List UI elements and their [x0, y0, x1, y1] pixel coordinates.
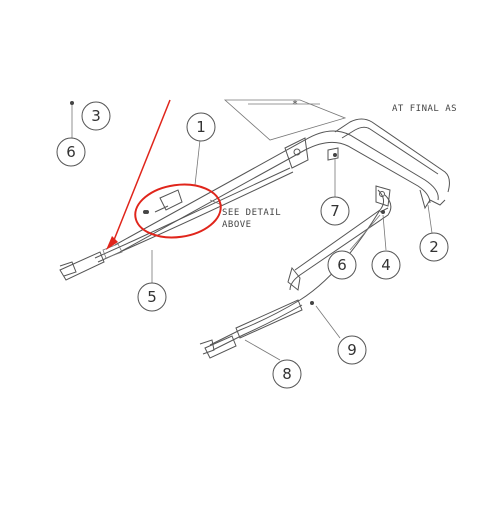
svg-text:2: 2 [429, 238, 439, 256]
see-detail-note-line1: SEE DETAIL [222, 208, 281, 218]
svg-text:6: 6 [337, 256, 347, 274]
sheet-outline [223, 99, 347, 141]
callout-6-left: 6 [56, 137, 86, 167]
cable-upper [59, 167, 294, 281]
callout-9: 9 [337, 335, 367, 365]
svg-text:9: 9 [347, 341, 357, 359]
svg-text:6: 6 [66, 143, 76, 161]
cable-lower [199, 209, 381, 359]
callout-2: 2 [419, 232, 449, 262]
svg-text:3: 3 [91, 107, 101, 125]
svg-text:4: 4 [381, 256, 391, 274]
asterisk-mark: * [292, 99, 298, 110]
lower-handle-frame [287, 185, 392, 291]
callout-6-right: 6 [327, 250, 357, 280]
callout-8: 8 [272, 359, 302, 389]
callout-4: 4 [371, 250, 401, 280]
detail-part [145, 189, 183, 214]
leader-lines [71, 105, 433, 361]
callout-3: 3 [81, 101, 111, 131]
callout-7: 7 [320, 196, 350, 226]
callout-1: 1 [186, 112, 216, 142]
svg-text:8: 8 [282, 365, 292, 383]
svg-text:7: 7 [330, 202, 340, 220]
red-highlight [106, 99, 222, 250]
callout-5: 5 [137, 282, 167, 312]
svg-text:1: 1 [196, 118, 206, 136]
svg-text:5: 5 [147, 288, 157, 306]
final-assembly-note: AT FINAL AS [392, 104, 457, 114]
upper-handle-frame [114, 118, 450, 253]
see-detail-note-line2: ABOVE [222, 220, 252, 230]
